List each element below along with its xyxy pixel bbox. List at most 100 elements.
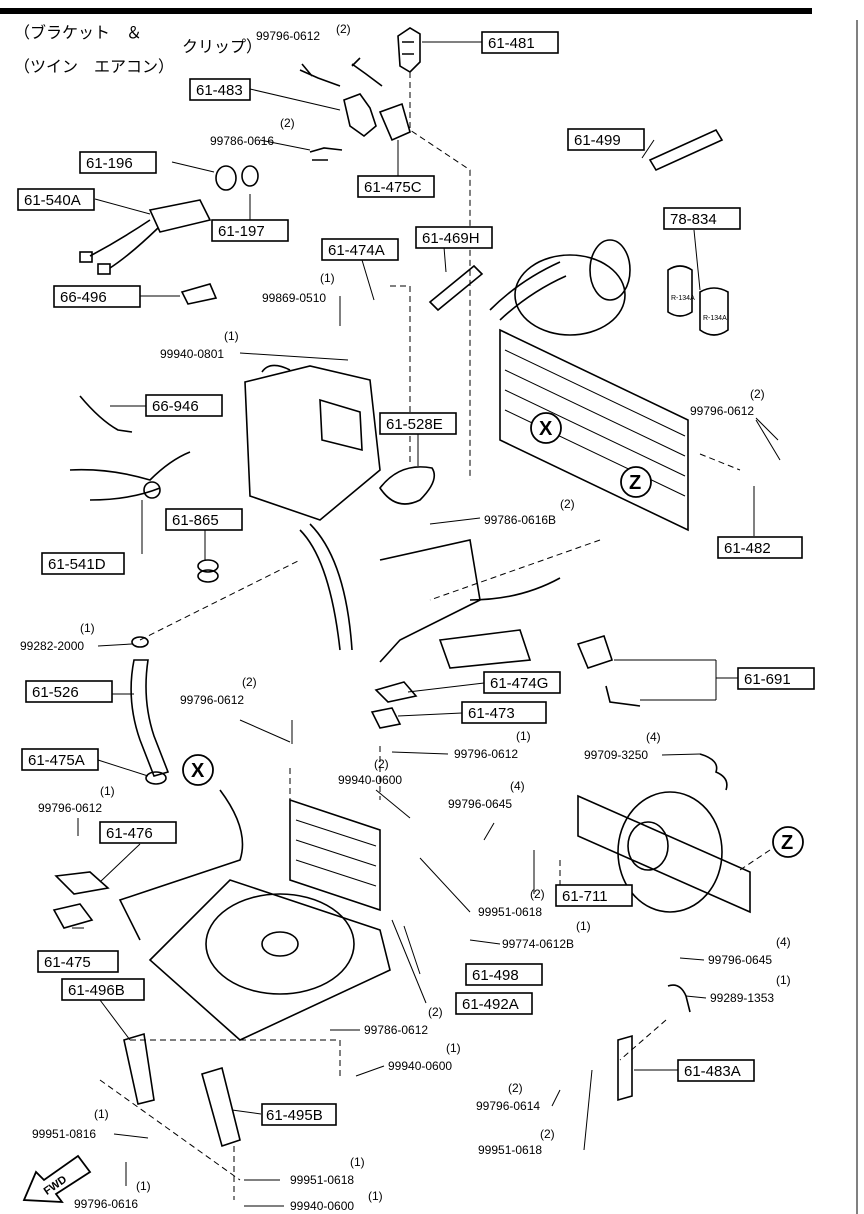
svg-text:99774-0612B: 99774-0612B	[502, 937, 574, 951]
callout-61-499: 61-499	[567, 128, 645, 151]
svg-text:(2): (2)	[750, 387, 765, 401]
svg-text:(1): (1)	[516, 729, 531, 743]
callout-61-481: 61-481	[481, 31, 559, 54]
svg-text:(1): (1)	[368, 1189, 383, 1203]
svg-text:99940-0600: 99940-0600	[388, 1059, 452, 1073]
svg-text:99940-0801: 99940-0801	[160, 347, 224, 361]
bolt-top-right	[351, 57, 383, 87]
callout-61-483A: 61-483A	[677, 1059, 755, 1082]
svg-text:(1): (1)	[94, 1107, 109, 1121]
fan-lower-right	[577, 791, 751, 914]
svg-text:99282-2000: 99282-2000	[20, 639, 84, 653]
clip-99289-1353	[667, 984, 691, 1013]
marker-x-top: X	[530, 412, 562, 444]
svg-text:99951-0816: 99951-0816	[32, 1127, 96, 1141]
callout-78-834: 78-834	[663, 207, 741, 230]
svg-text:99940-0600: 99940-0600	[338, 773, 402, 787]
svg-text:61-496B: 61-496B	[68, 982, 125, 999]
harness-66-946	[79, 395, 133, 433]
callout-61-473: 61-473	[461, 701, 547, 724]
grommet-61-865	[197, 559, 219, 583]
svg-text:61-469H: 61-469H	[422, 230, 480, 247]
bracket-61-475	[52, 903, 94, 929]
partno-99796-0612-c: 99796-0612 (1)	[454, 729, 531, 761]
svg-text:61-475: 61-475	[44, 954, 91, 971]
svg-text:61-474A: 61-474A	[328, 242, 385, 259]
bracket-61-473	[370, 707, 402, 729]
callout-61-865: 61-865	[165, 508, 243, 531]
bracket-61-474G	[374, 681, 418, 703]
svg-text:(1): (1)	[80, 621, 95, 635]
condenser	[499, 328, 689, 532]
svg-text:99796-0612: 99796-0612	[38, 801, 102, 815]
clamp-99282-2000	[131, 636, 149, 648]
partno-99940-0600-c: 99940-0600 (2)	[338, 757, 402, 787]
svg-text:61-196: 61-196	[86, 155, 133, 172]
svg-text:(4): (4)	[776, 935, 791, 949]
partno-99940-0801: 99940-0801 (1)	[160, 329, 239, 361]
hose-61-526	[130, 659, 170, 777]
partno-99774-0612B: 99774-0612B (1)	[502, 919, 591, 951]
callout-61-492A: 61-492A	[455, 992, 533, 1015]
svg-text:(1): (1)	[446, 1041, 461, 1055]
svg-text:X: X	[191, 760, 205, 782]
partno-99796-0614: 99796-0614 (2)	[476, 1081, 540, 1113]
svg-text:61-492A: 61-492A	[462, 996, 519, 1013]
callout-61-526: 61-526	[25, 680, 113, 703]
svg-text:61-475C: 61-475C	[364, 179, 422, 196]
svg-text:(1): (1)	[224, 329, 239, 343]
bracket-61-483	[343, 93, 411, 142]
partno-99796-0612-mid: 99796-0612 (2)	[180, 675, 257, 707]
bolt-top-left	[299, 63, 341, 87]
partno-99951-0618-a: 99951-0618 (2)	[478, 887, 545, 919]
partno-99796-0612-right: 99796-0612 (2)	[690, 387, 765, 418]
fwd-arrow-icon: FWD	[22, 1154, 92, 1203]
relay-61-691	[576, 635, 641, 707]
condenser-lower	[289, 798, 381, 912]
svg-text:61-197: 61-197	[218, 223, 265, 240]
callout-61-541D: 61-541D	[41, 552, 125, 575]
svg-text:(2): (2)	[242, 675, 257, 689]
svg-text:61-541D: 61-541D	[48, 556, 106, 573]
gasket-61-528E	[379, 466, 436, 505]
clip-99709-3250	[699, 753, 728, 791]
assembly-dashed-lines	[99, 72, 771, 1200]
partno-99951-0618-c: 99951-0618 (1)	[290, 1155, 365, 1187]
fan-lower-left	[148, 879, 391, 1041]
callout-61-498: 61-498	[465, 963, 543, 986]
marker-z-top: Z	[620, 466, 652, 498]
svg-text:(1): (1)	[136, 1179, 151, 1193]
marker-z-bottom: Z	[772, 826, 804, 858]
partno-99796-0645-b: 99796-0645 (4)	[708, 935, 791, 967]
socket-61-196	[215, 165, 259, 191]
partno-99796-0645-a: 99796-0645 (4)	[448, 779, 525, 811]
svg-text:61-528E: 61-528E	[386, 416, 443, 433]
svg-text:Z: Z	[781, 832, 793, 854]
partno-99786-0612: 99786-0612 (2)	[364, 1005, 443, 1037]
svg-text:99796-0612: 99796-0612	[180, 693, 244, 707]
partno-99951-0816: 99951-0816 (1)	[32, 1107, 109, 1141]
callout-61-474A: 61-474A	[321, 238, 399, 261]
evaporator-unit	[244, 364, 381, 521]
svg-text:99796-0645: 99796-0645	[708, 953, 772, 967]
header-line2: （ツイン エアコン）	[14, 57, 174, 76]
svg-text:99951-0618: 99951-0618	[290, 1173, 354, 1187]
svg-text:(1): (1)	[576, 919, 591, 933]
svg-text:61-481: 61-481	[488, 35, 535, 52]
partno-99796-0616: 99796-0616 (1)	[74, 1179, 151, 1211]
svg-text:61-476: 61-476	[106, 825, 153, 842]
svg-text:(2): (2)	[540, 1127, 555, 1141]
bracket-61-476	[54, 871, 110, 895]
svg-text:61-483: 61-483	[196, 82, 243, 99]
partno-99786-0616B: 99786-0616B (2)	[484, 497, 575, 527]
fuse-66-496	[180, 283, 218, 305]
svg-text:(2): (2)	[530, 887, 545, 901]
header-line1a: （ブラケット ＆	[14, 23, 142, 42]
callout-61-196: 61-196	[79, 151, 157, 174]
callout-66-496: 66-496	[53, 285, 141, 308]
partno-99796-0612-top: 99796-0612 (2)	[256, 22, 351, 43]
svg-text:99796-0616: 99796-0616	[74, 1197, 138, 1211]
svg-text:61-482: 61-482	[724, 540, 771, 557]
svg-text:(1): (1)	[350, 1155, 365, 1169]
